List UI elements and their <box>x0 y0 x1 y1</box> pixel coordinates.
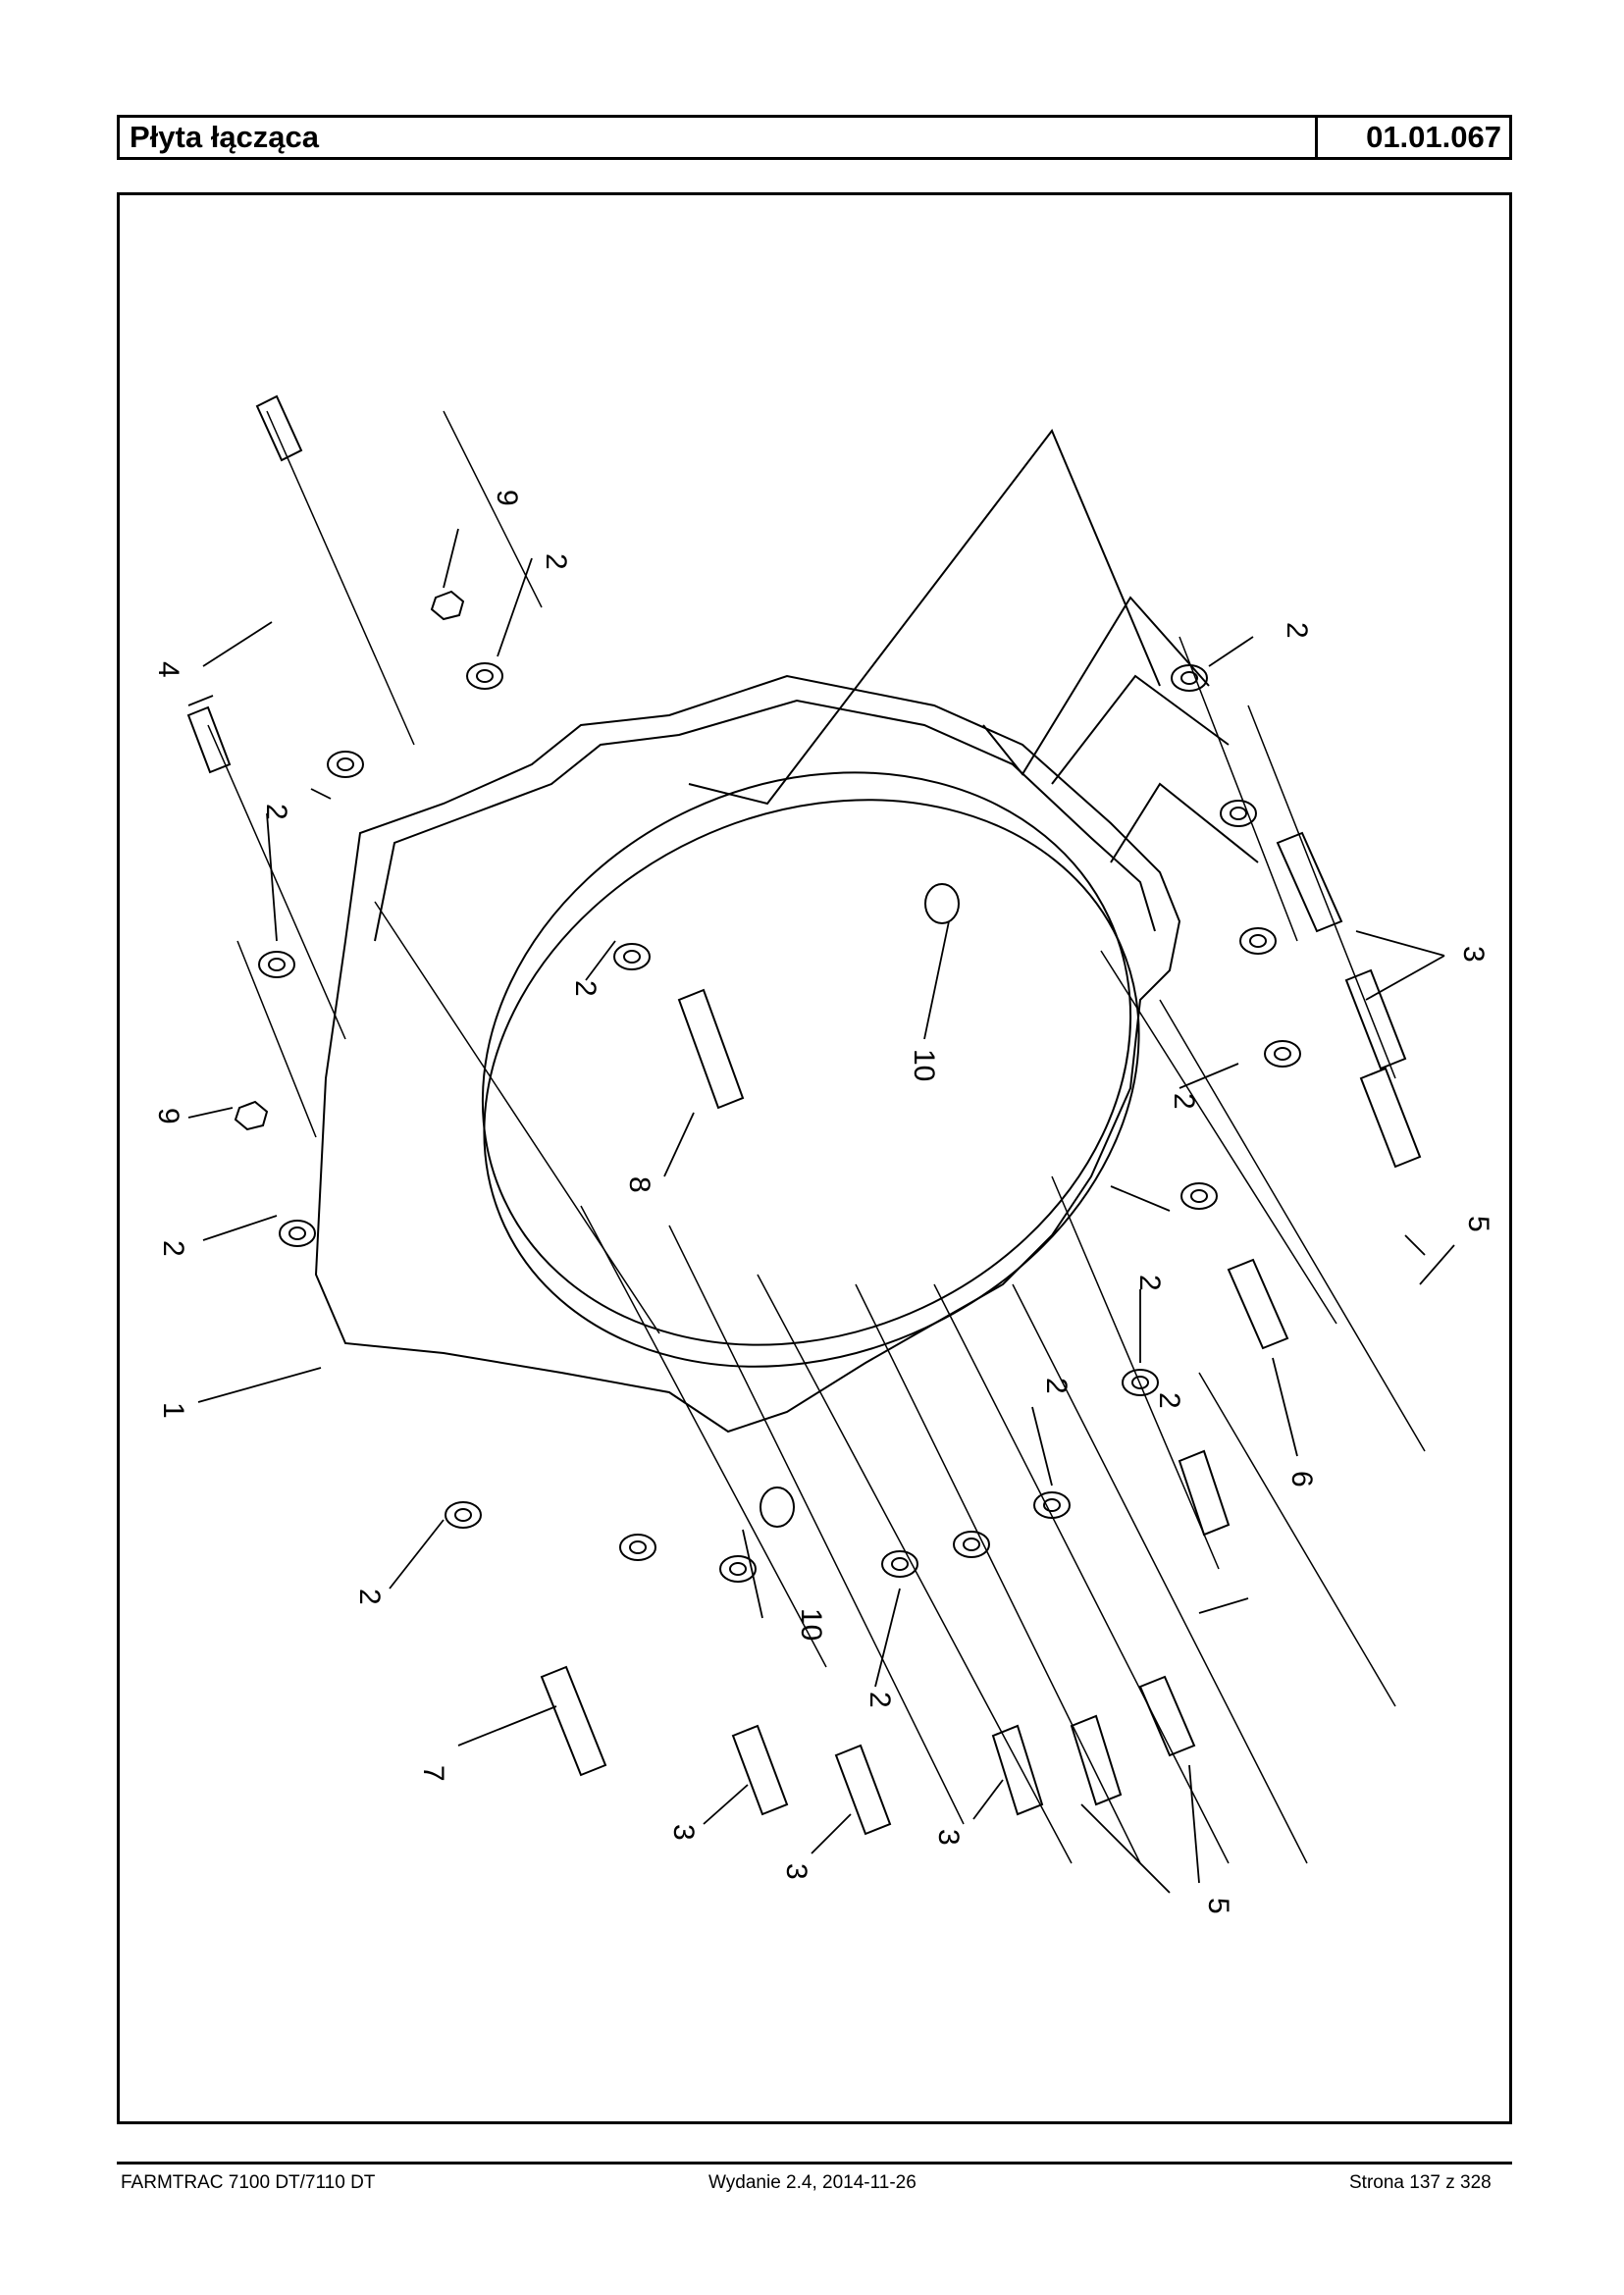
callout-2: 2 <box>353 1589 386 1605</box>
callout-2: 2 <box>1133 1275 1166 1291</box>
bolt-axes <box>207 410 1426 1864</box>
callout-5: 5 <box>1202 1898 1234 1914</box>
callout-3: 3 <box>780 1863 812 1880</box>
nut <box>234 1100 269 1131</box>
footer-edition: Wydanie 2.4, 2014-11-26 <box>708 2172 917 2193</box>
callout-3: 3 <box>932 1829 965 1846</box>
plate-outline <box>314 674 1181 1434</box>
callout-2: 2 <box>569 980 602 997</box>
nut <box>430 590 465 621</box>
plate-bore-rim <box>483 799 1140 1368</box>
callout-6: 6 <box>1285 1471 1318 1487</box>
footer-model: FARMTRAC 7100 DT/7110 DT <box>121 2172 376 2193</box>
header-bar: Płyta łącząca 01.01.067 <box>117 115 1512 160</box>
callout-10: 10 <box>795 1608 827 1641</box>
callout-4: 4 <box>152 661 184 678</box>
leader-zigzag <box>982 596 1210 776</box>
callout-1: 1 <box>157 1402 189 1419</box>
callout-2: 2 <box>864 1692 896 1708</box>
callout-2: 2 <box>1281 622 1313 639</box>
callout-8: 8 <box>623 1176 655 1193</box>
footer-rule <box>117 2162 1512 2165</box>
callout-5: 5 <box>1462 1216 1494 1232</box>
exploded-view-drawing: 9 2 4 2 9 2 1 2 8 10 2 3 2 5 2 6 2 2 7 1… <box>152 394 1494 1914</box>
callout-2: 2 <box>540 553 572 570</box>
footer-page: Strona 137 z 328 <box>1349 2172 1492 2193</box>
callout-9: 9 <box>491 490 523 506</box>
leader-zigzag <box>1051 674 1230 785</box>
callout-2: 2 <box>1168 1093 1200 1110</box>
leader-zigzag <box>1110 782 1259 863</box>
callout-2: 2 <box>1040 1378 1073 1394</box>
washers <box>258 662 1301 1583</box>
drawing-frame: 9 2 4 2 9 2 1 2 8 10 2 3 2 5 2 6 2 2 7 1… <box>117 192 1512 2124</box>
callout-2: 2 <box>260 804 292 820</box>
callout-7: 7 <box>417 1765 449 1782</box>
page-title: Płyta łącząca <box>120 118 1318 157</box>
leader-zigzag <box>688 429 1161 806</box>
callout-leaders <box>187 528 1455 1894</box>
plate-bore <box>481 771 1132 1346</box>
callout-2: 2 <box>157 1240 189 1257</box>
bolts <box>186 394 1422 1836</box>
dowel <box>760 1487 795 1528</box>
callout-labels: 9 2 4 2 9 2 1 2 8 10 2 3 2 5 2 6 2 2 7 1… <box>152 490 1494 1914</box>
callout-2: 2 <box>1153 1392 1185 1409</box>
callout-10: 10 <box>908 1049 940 1081</box>
dowel <box>924 883 960 924</box>
callout-9: 9 <box>152 1108 184 1124</box>
callout-3: 3 <box>667 1824 700 1841</box>
callout-3: 3 <box>1457 946 1490 963</box>
section-code: 01.01.067 <box>1366 120 1501 154</box>
plate-inner-edge <box>374 699 1156 942</box>
